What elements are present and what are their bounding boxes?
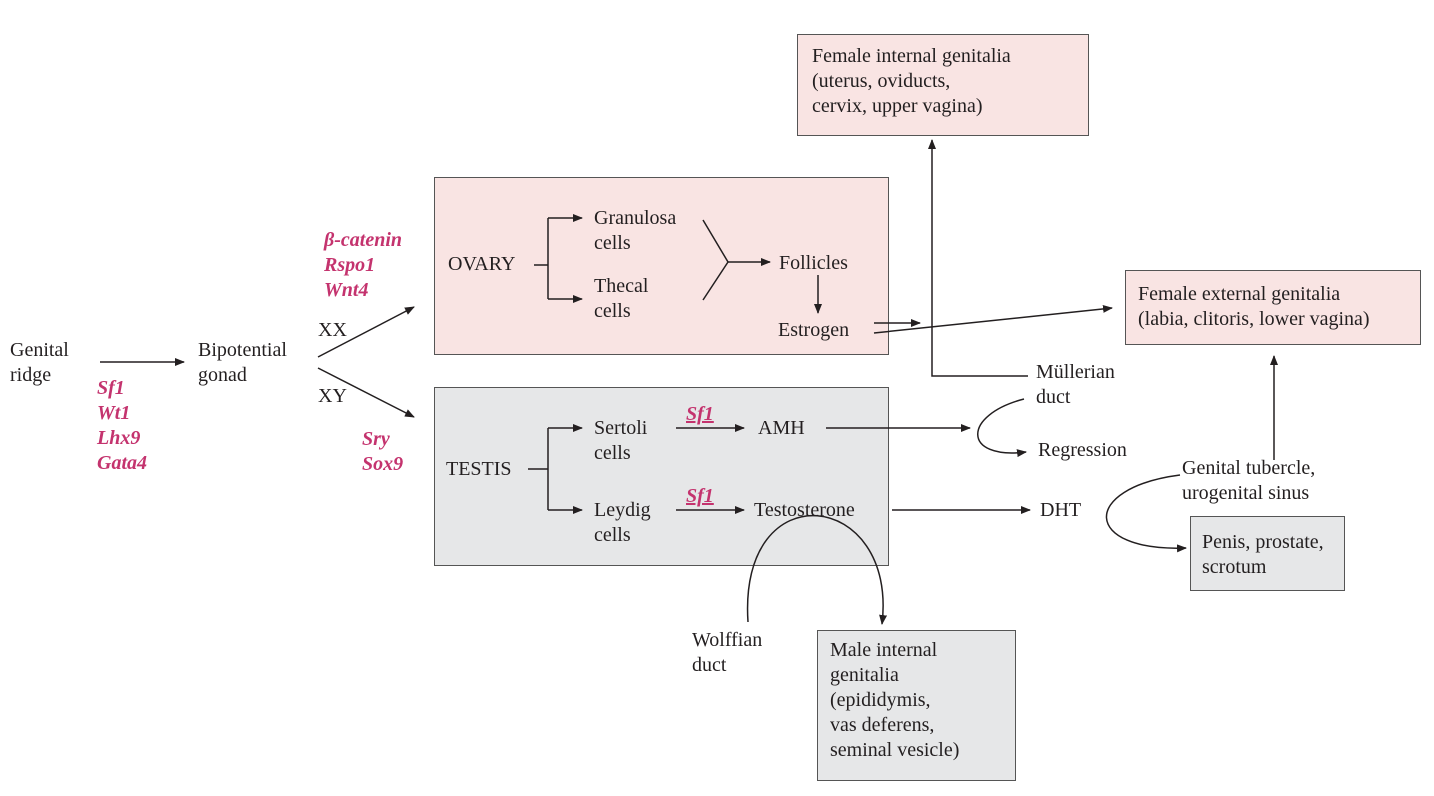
- arrow-mullerian-regression: [977, 398, 1027, 458]
- regression-label: Regression: [1038, 439, 1127, 461]
- arrow-gonad-to-testis: [317, 367, 415, 418]
- follicles-label: Follicles: [779, 252, 848, 274]
- penis-prostate-scrotum-box: [1190, 516, 1345, 591]
- estrogen-label: Estrogen: [778, 319, 850, 341]
- testis-region: [434, 387, 889, 566]
- xy-label: XY: [318, 385, 347, 407]
- arrow-wolffian-to-male-internal: [746, 515, 888, 625]
- male-internal-genitalia-box: [817, 630, 1016, 781]
- dht-label: DHT: [1040, 499, 1082, 521]
- genital-tubercle-label: Genital tubercle,urogenital sinus: [1182, 457, 1316, 504]
- amh-label: AMH: [758, 417, 805, 439]
- testis-label: TESTIS: [446, 458, 512, 480]
- arrow-mullerian-to-female-internal: [928, 139, 1028, 377]
- arrow-estrogen-to-female-external: [873, 304, 1113, 334]
- female-internal-genitalia-box: [797, 34, 1089, 136]
- arrow-gonad-to-ovary: [317, 306, 415, 358]
- penis-prostate-scrotum-label: Penis, prostate,scrotum: [1202, 531, 1324, 578]
- arrow-tubercle-to-penis: [1105, 474, 1187, 553]
- ovary-label: OVARY: [448, 253, 516, 275]
- ovary-region: [434, 177, 889, 355]
- female-external-genitalia-box: [1125, 270, 1421, 345]
- female-internal-genitalia-label: Female internal genitalia(uterus, oviduc…: [812, 45, 1011, 117]
- female-external-genitalia-label: Female external genitalia(labia, clitori…: [1138, 283, 1370, 330]
- sertoli-sf1-label: Sf1: [686, 403, 714, 425]
- leydig-sf1-label: Sf1: [686, 485, 714, 507]
- testosterone-label: Testosterone: [754, 499, 855, 521]
- xx-label: XX: [318, 319, 347, 341]
